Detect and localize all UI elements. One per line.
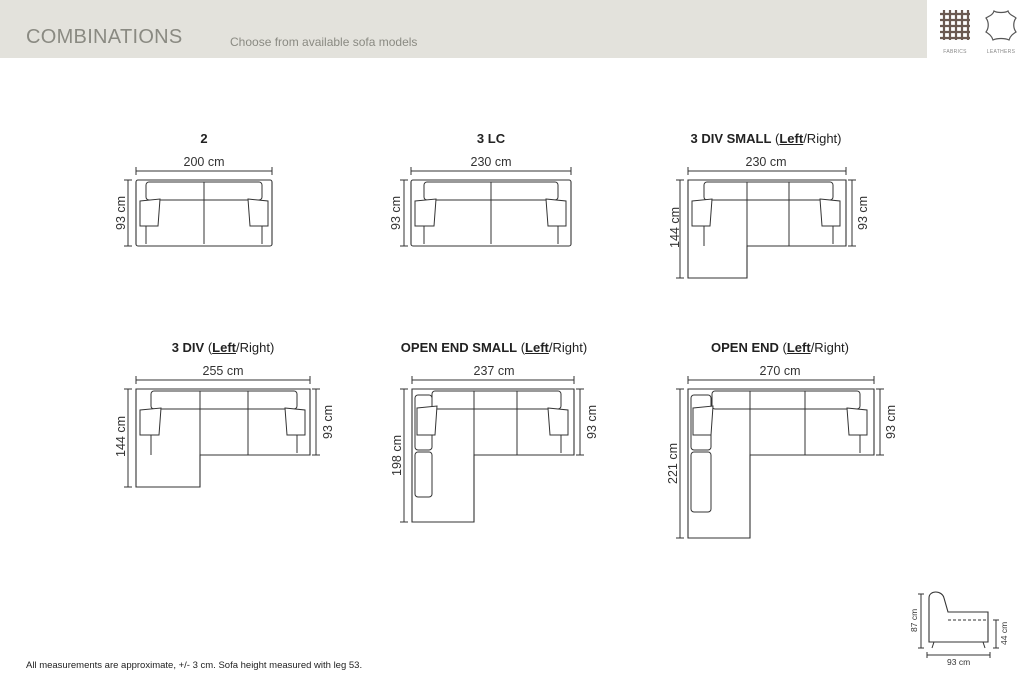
sofa-3-div-drawing [124,376,320,488]
side-height-dimension: 87 cm [909,608,919,632]
paren-open: ( [771,131,780,146]
model-name-text: OPEN END [710,340,779,355]
paren-open: ( [778,340,787,355]
paren-close: ) [837,131,842,146]
width-dimension: 230 cm [470,155,512,169]
option-right[interactable]: /Right [548,340,583,355]
model-name-open-end: OPEN END (Left/Right) [711,340,849,355]
option-left[interactable]: Left [779,131,804,146]
model-name-text: 3 DIV SMALL [690,131,772,146]
sofa-open-end-small-drawing [400,376,584,523]
paren-open: ( [204,340,213,355]
width-dimension: 237 cm [473,364,515,378]
model-name-text: 3 LC [476,131,506,146]
width-dimension: 200 cm [183,155,225,169]
option-left[interactable]: Left [212,340,236,355]
width-dimension: 270 cm [759,364,801,378]
option-left[interactable]: Left [525,340,549,355]
model-name-text: 3 DIV [171,340,205,355]
leather-hide-icon [985,10,1017,41]
side-seat-height-dimension: 44 cm [999,621,1009,645]
width-dimension: 230 cm [745,155,787,169]
fabric-weave-icon [940,10,970,40]
paren-close: ) [844,340,850,355]
page-subtitle: Choose from available sofa models [230,35,418,49]
option-right[interactable]: /Right [803,131,838,146]
model-name-open-end-small: OPEN END SMALL (Left/Right) [401,340,587,355]
width-dimension: 255 cm [202,364,244,378]
sofa-side-profile [918,591,999,658]
fabrics-option[interactable]: FABRICS [932,0,978,58]
model-name-3-div-small: 3 DIV SMALL (Left/Right) [690,131,841,146]
model-name-text: OPEN END SMALL [400,340,518,355]
option-right[interactable]: /Right [810,340,845,355]
option-left[interactable]: Left [786,340,811,355]
sofa-2-drawing [124,167,273,247]
side-depth-dimension: 93 cm [947,657,971,667]
model-name-2: 2 [200,131,207,146]
page-title: COMBINATIONS [26,26,183,48]
page-header: COMBINATIONS Choose from available sofa … [0,0,927,58]
model-name-text: 2 [200,131,208,146]
sofa-open-end-drawing [676,376,884,539]
fabrics-label: FABRICS [943,49,967,55]
model-name-3-div: 3 DIV (Left/Right) [172,340,275,355]
sofa-3-div-small-drawing [676,167,856,279]
option-right[interactable]: /Right [236,340,270,355]
paren-close: ) [269,340,275,355]
paren-open: ( [517,340,526,355]
model-name-3-lc: 3 LC [477,131,505,146]
measurement-footnote: All measurements are approximate, +/- 3 … [26,660,363,671]
leathers-option[interactable]: LEATHERS [978,0,1024,58]
paren-close: ) [582,340,588,355]
sofa-3-lc-drawing [400,167,572,247]
leathers-label: LEATHERS [986,49,1016,55]
